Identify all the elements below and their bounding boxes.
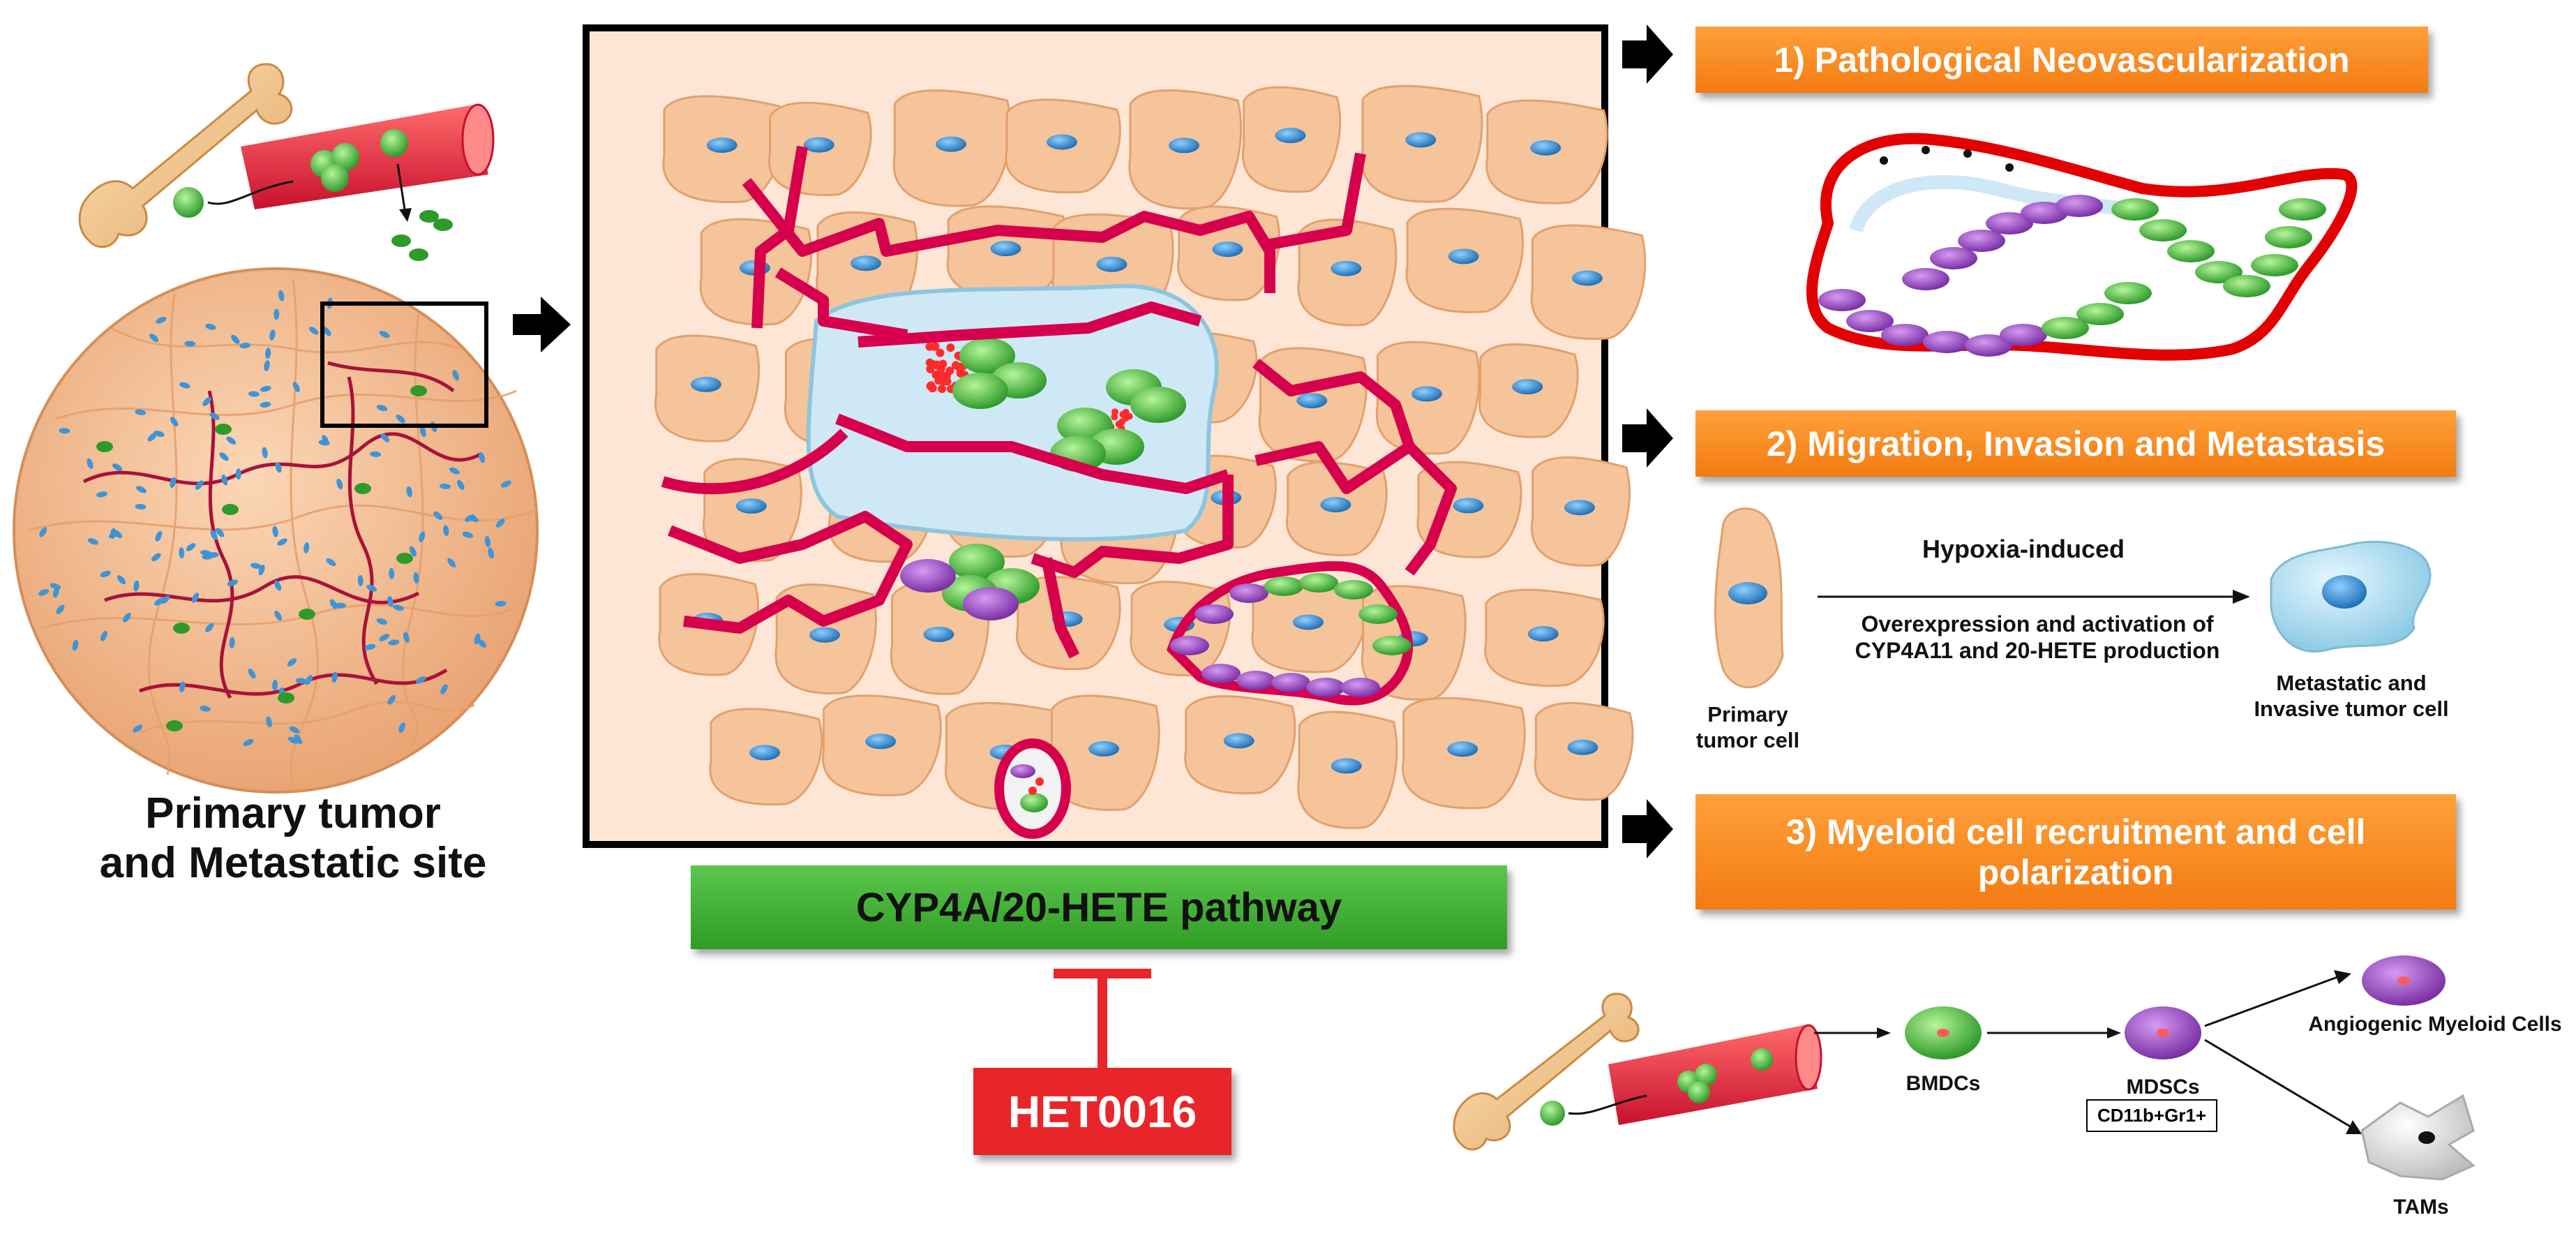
effect-label-2: 2) Migration, Invasion and Metastasis [1766,424,2386,463]
effect-label-3-line2: polarization [1977,852,2174,892]
left-caption-line2: and Metastatic site [99,839,487,888]
neovascular-vessel [1806,133,2358,361]
inhibitor-box: HET0016 [973,1068,1231,1155]
metastatic-line1: Metastatic and [2276,671,2427,695]
inhibition-bar [1054,969,1151,1078]
effect-banner-2: 2) Migration, Invasion and Metastasis [1695,410,2456,477]
metastatic-cell-icon [2270,540,2432,653]
overexpression-line1: Overexpression and activation of [1861,611,2214,637]
metastatic-line2: Invasive tumor cell [2254,697,2449,722]
bone-icon-top [78,63,293,248]
zoomed-tissue-panel [583,24,1647,848]
blood-vessel-top [241,103,495,209]
bmdcs-label: BMDCs [1905,1072,1981,1095]
effect-banner-1: 1) Pathological Neovascularization [1695,27,2428,93]
arrow-to-zoom [513,297,571,352]
green-cells-cluster [391,210,453,261]
inhibitor-label: HET0016 [1008,1086,1197,1137]
arrow-effect-2 [1622,408,1673,468]
effect-label-1: 1) Pathological Neovascularization [1774,40,2350,80]
metastatic-cell-label: Metastatic and Invasive tumor cell [2219,670,2484,722]
pathway-banner: CYP4A/20-HETE pathway [691,865,1507,949]
mdscs-label: MDSCs [2126,1075,2200,1099]
zoom-frame [320,302,488,428]
bmdc-cell-icon [173,187,204,218]
primary-cell-label: Primary tumor cell [1664,701,1832,753]
left-caption-line1: Primary tumor [145,789,441,838]
tam-cell [2360,1094,2476,1181]
overexpression-label: Overexpression and activation of CYP4A11… [1800,611,2275,664]
arrow-effect-1 [1622,24,1673,84]
overexpression-line2: CYP4A11 and 20-HETE production [1855,638,2220,664]
hypoxia-label: Hypoxia-induced [1884,534,2163,564]
blood-vessel-bottom [1608,1024,1822,1125]
arrow-effect-3 [1622,799,1673,858]
marker-box: CD11b+Gr1+ [2086,1099,2218,1132]
effect-label-3-line1: 3) Myeloid cell recruitment and cell [1785,812,2366,851]
pathway-label: CYP4A/20-HETE pathway [855,884,1342,930]
angiogenic-label: Angiogenic Myeloid Cells [2308,1013,2562,1036]
primary-line1: Primary [1707,702,1788,727]
tumor-sphere [13,267,539,794]
primary-tumor-cell-icon [1714,507,1784,689]
effect-banner-3: 3) Myeloid cell recruitment and cell pol… [1695,794,2456,909]
tams-label: TAMs [2393,1196,2449,1219]
left-caption: Primary tumor and Metastatic site [28,789,558,888]
marker-text: CD11b+Gr1+ [2097,1105,2207,1126]
hypoxia-text: Hypoxia-induced [1922,535,2125,563]
primary-line2: tumor cell [1695,728,1800,753]
bone-icon-bottom [1453,992,1640,1151]
